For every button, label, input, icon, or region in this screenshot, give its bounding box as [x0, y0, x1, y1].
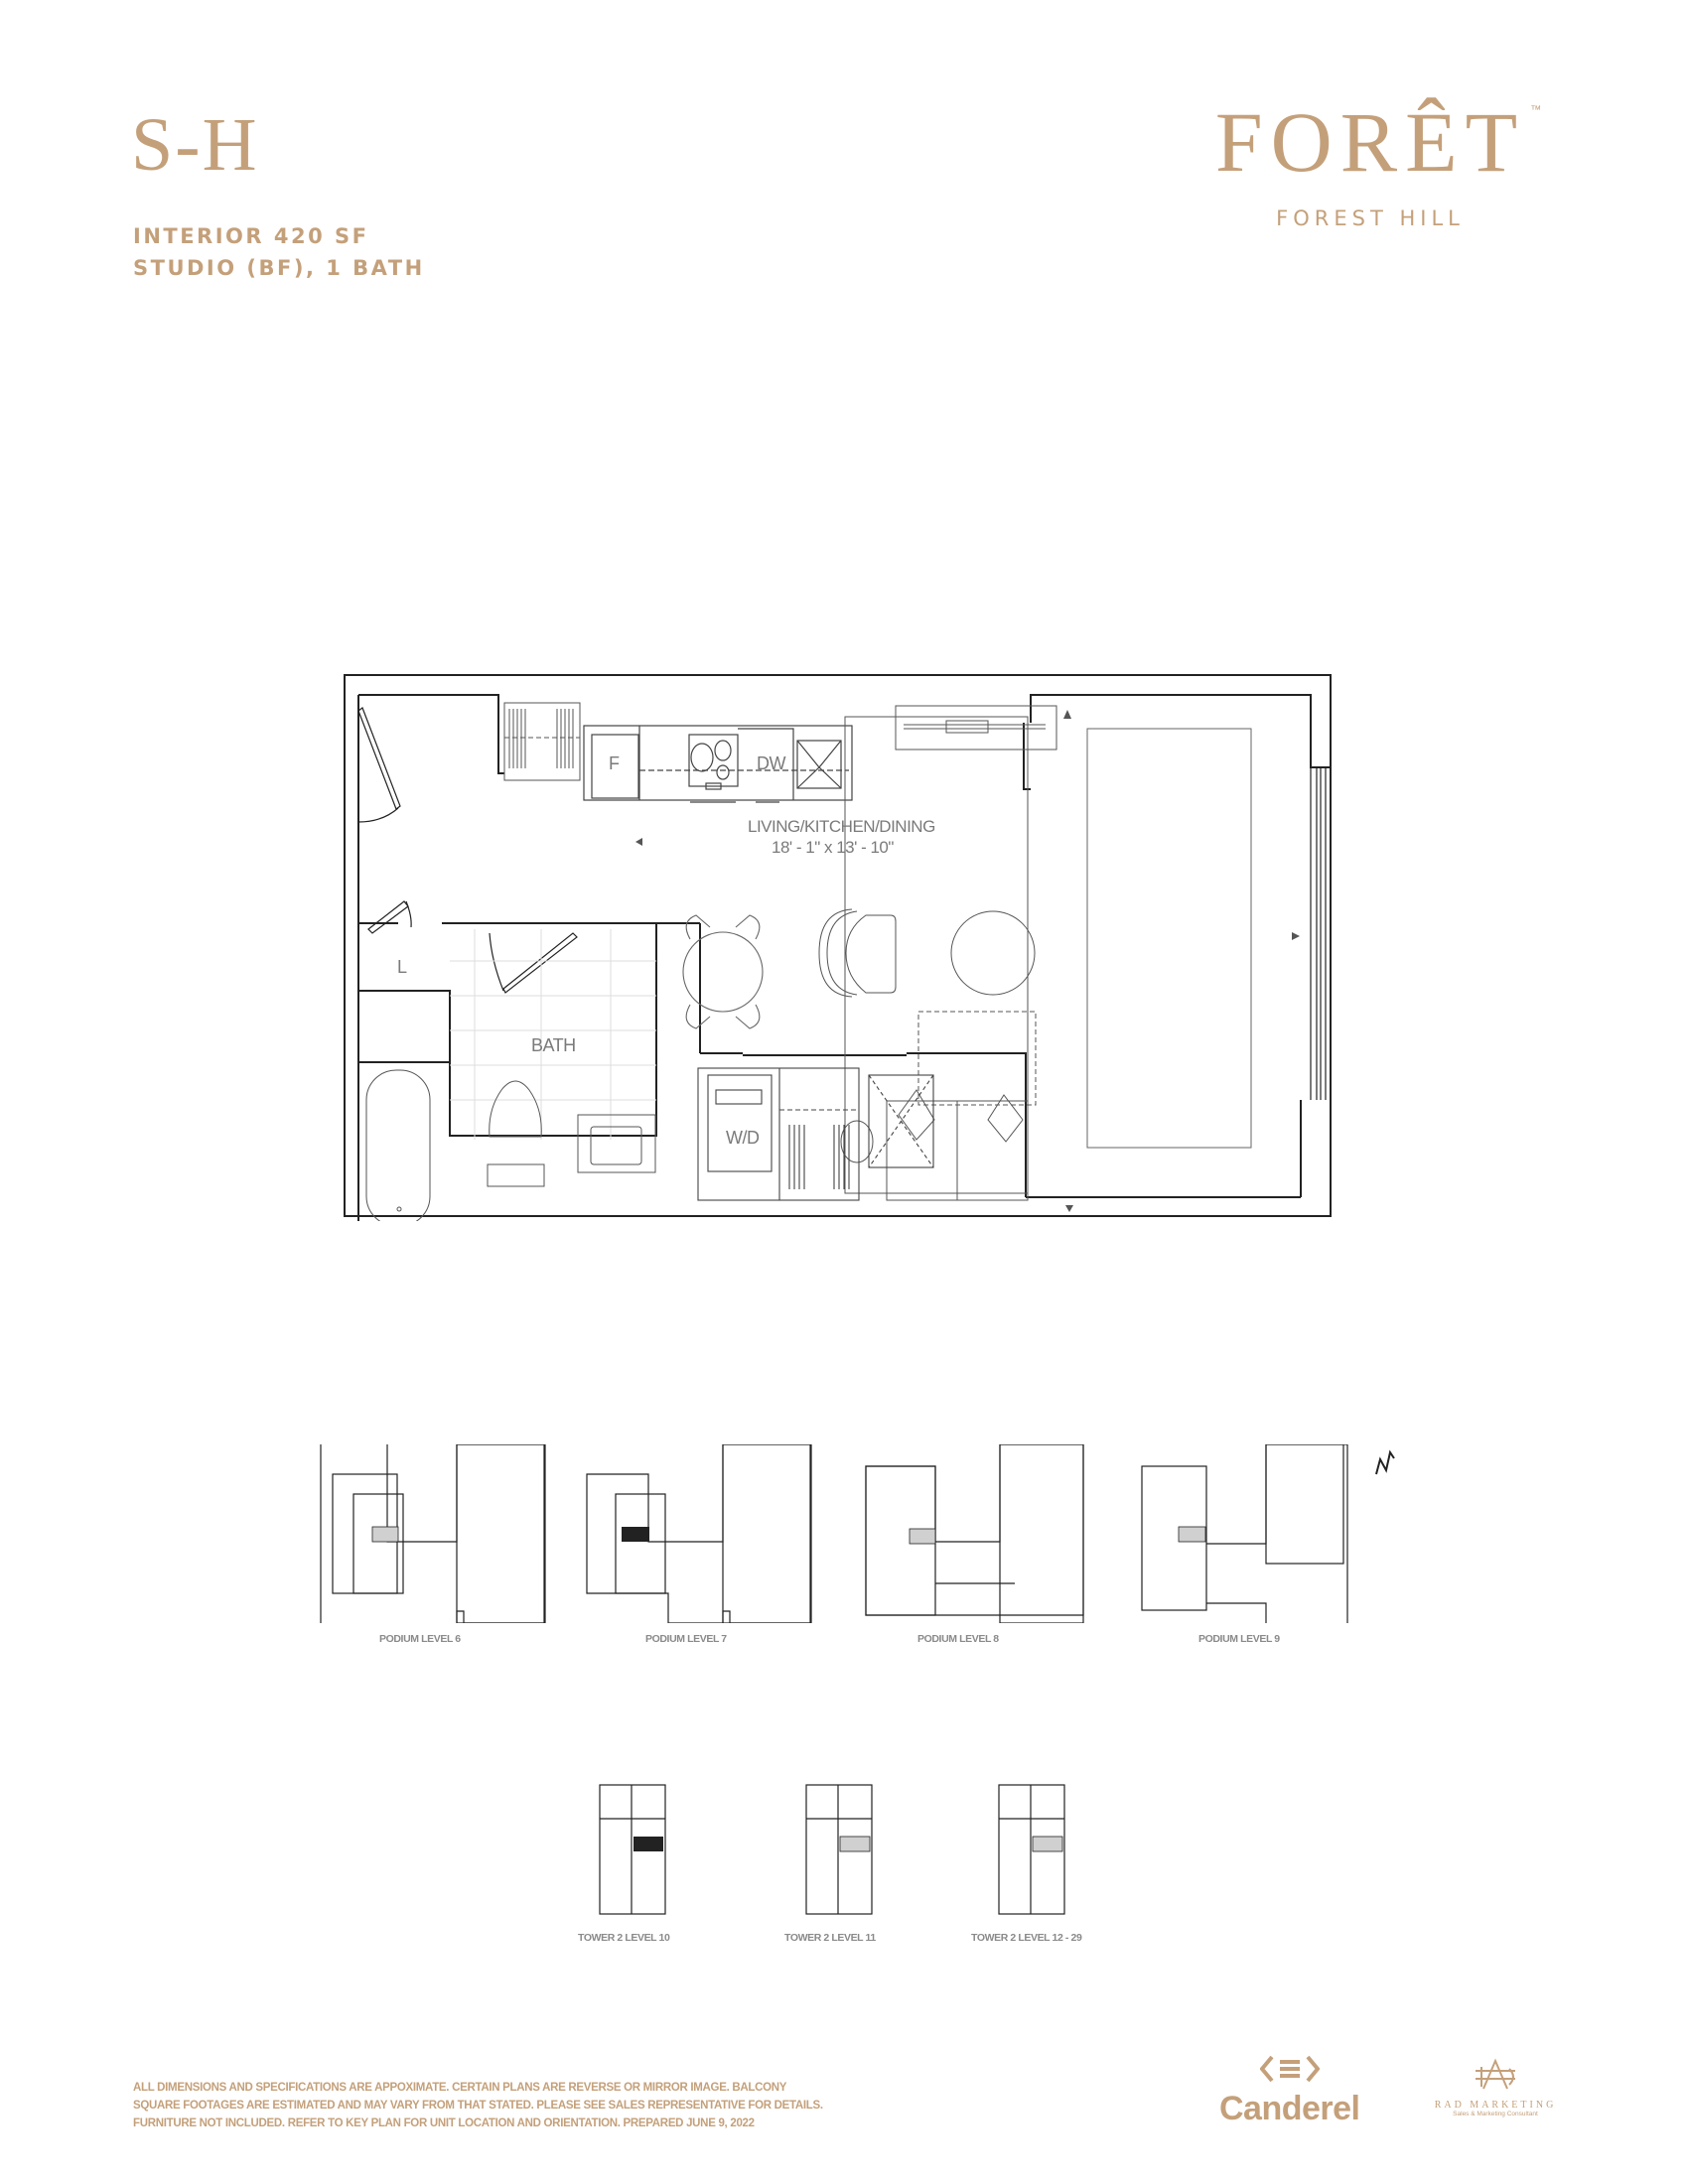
- brand-subtitle: FOREST HILL: [1276, 206, 1465, 230]
- keyplan-label: PODIUM LEVEL 9: [1198, 1633, 1280, 1645]
- unit-code-title: S-H: [131, 103, 259, 187]
- canderel-wordmark: Canderel: [1219, 2090, 1360, 2127]
- fixture-washer-dryer: W/D: [726, 1128, 760, 1148]
- north-arrow-icon: [1375, 1449, 1395, 1475]
- interior-area: INTERIOR 420 SF: [133, 224, 369, 248]
- keyplan-label: TOWER 2 LEVEL 12 - 29: [971, 1932, 1082, 1944]
- rad-marketing-logo: RAD MARKETING Sales & Marketing Consulta…: [1426, 2057, 1565, 2117]
- keyplan-tower-12-29: TOWER 2 LEVEL 12 - 29: [971, 1775, 1082, 1944]
- trademark-symbol: ™: [1530, 104, 1542, 116]
- rad-tagline: Sales & Marketing Consultant: [1453, 2111, 1538, 2117]
- keyplan-drawing: [805, 1784, 873, 1915]
- room-dimensions-living: 18' - 1" x 13' - 10": [772, 838, 894, 857]
- disclaimer-line: SQUARE FOOTAGES ARE ESTIMATED AND MAY VA…: [133, 2100, 823, 2112]
- disclaimer-line: ALL DIMENSIONS AND SPECIFICATIONS ARE AP…: [133, 2082, 787, 2094]
- keyplan-label: TOWER 2 LEVEL 10: [578, 1932, 670, 1944]
- keyplan-tower-10: TOWER 2 LEVEL 10: [578, 1775, 673, 1944]
- fixture-laundry-closet: L: [397, 957, 407, 977]
- rad-wordmark: RAD MARKETING: [1434, 2100, 1557, 2111]
- keyplan-drawing: [320, 1443, 546, 1629]
- rad-emblem-icon: [1476, 2058, 1515, 2090]
- room-label-living: LIVING/KITCHEN/DINING: [748, 817, 935, 836]
- keyplan-drawing: [865, 1443, 1084, 1624]
- keyplan-drawing: [1141, 1443, 1348, 1627]
- canderel-logo: Canderel: [1219, 2055, 1360, 2125]
- room-label-bath: BATH: [531, 1035, 576, 1055]
- keyplan-podium-9: PODIUM LEVEL 9: [1137, 1443, 1365, 1645]
- keyplan-podium-7: PODIUM LEVEL 7: [584, 1443, 812, 1645]
- keyplan-label: PODIUM LEVEL 7: [645, 1633, 727, 1645]
- keyplan-label: PODIUM LEVEL 6: [379, 1633, 461, 1645]
- unit-type: STUDIO (BF), 1 BATH: [133, 256, 425, 280]
- keyplan-label: PODIUM LEVEL 8: [917, 1633, 999, 1645]
- keyplan-drawing: [599, 1784, 666, 1915]
- fixture-dishwasher: DW: [757, 753, 786, 773]
- keyplan-podium-8: PODIUM LEVEL 8: [856, 1443, 1084, 1645]
- keyplan-label: TOWER 2 LEVEL 11: [784, 1932, 876, 1944]
- keyplan-tower-11: TOWER 2 LEVEL 11: [784, 1775, 880, 1944]
- unit-specs: INTERIOR 420 SF STUDIO (BF), 1 BATH: [133, 220, 425, 284]
- unit-floorplan: LIVING/KITCHEN/DINING 18' - 1" x 13' - 1…: [343, 673, 1336, 1229]
- fixture-fridge: F: [609, 753, 620, 773]
- keyplan-drawing: [586, 1443, 812, 1624]
- floorplan-drawing: [344, 674, 1332, 1229]
- disclaimer-text: ALL DIMENSIONS AND SPECIFICATIONS ARE AP…: [133, 2079, 823, 2132]
- keyplan-drawing: [998, 1784, 1065, 1915]
- north-arrow: [1370, 1444, 1400, 1489]
- keyplan-podium-6: PODIUM LEVEL 6: [318, 1443, 546, 1645]
- canderel-emblem-icon: [1259, 2055, 1321, 2083]
- disclaimer-line: FURNITURE NOT INCLUDED. REFER TO KEY PLA…: [133, 2117, 755, 2129]
